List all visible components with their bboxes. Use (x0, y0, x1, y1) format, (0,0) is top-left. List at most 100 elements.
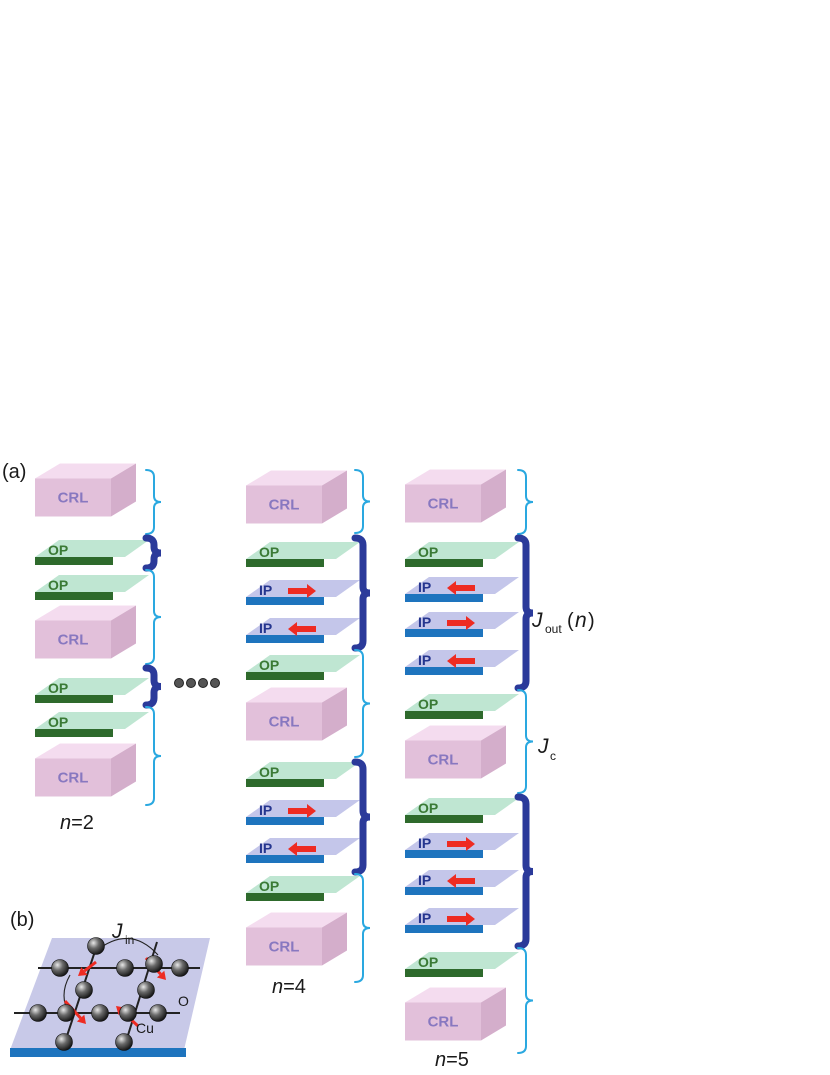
op-label: OP (259, 878, 279, 894)
ip-layer: IP (405, 612, 519, 637)
op-label: OP (259, 544, 279, 560)
atom (51, 959, 69, 977)
op-layer: OP (405, 694, 519, 719)
brace-jc (145, 569, 162, 665)
n4-label: n=4 (272, 976, 306, 998)
spin-arrow-left (447, 654, 475, 668)
spin-arrow-right (447, 912, 475, 926)
ip-label: IP (418, 910, 431, 926)
crl-block: CRL (35, 743, 136, 797)
svg-text:out: out (545, 622, 562, 636)
spin-arrow-left (288, 842, 316, 856)
crl-label: CRL (58, 490, 89, 507)
crl-label: CRL (269, 939, 300, 956)
atom (116, 959, 134, 977)
crl-label: CRL (58, 770, 89, 787)
op-label: OP (418, 544, 438, 560)
crl-label: CRL (428, 496, 459, 513)
crl-block: CRL (246, 912, 347, 966)
ip-layer: IP (405, 833, 519, 858)
brace-jc (145, 469, 162, 535)
op-label: OP (48, 577, 68, 593)
op-layer: OP (246, 876, 360, 901)
op-layer: OP (246, 542, 360, 567)
crl-label: CRL (269, 497, 300, 514)
braces (142, 469, 534, 1054)
op-label: OP (418, 954, 438, 970)
oxygen-label: O (178, 993, 189, 1009)
atom (149, 1004, 167, 1022)
jc-label: J c (537, 735, 556, 763)
svg-text:J: J (537, 735, 549, 758)
atom (29, 1004, 47, 1022)
spin-arrow (156, 970, 166, 980)
cuo2-plane-illustration: J in O Cu (10, 920, 210, 1057)
panel-b-label: (b) (10, 909, 34, 931)
op-layer: OP (35, 712, 149, 737)
atom (115, 1033, 133, 1051)
brace-jc (354, 469, 371, 534)
brace-jc (354, 873, 371, 983)
n5-label: n=5 (435, 1049, 469, 1071)
atom (87, 937, 105, 955)
spin-arrow-right (447, 616, 475, 630)
brace-jout (514, 793, 534, 950)
atom (145, 955, 163, 973)
crl-label: CRL (269, 714, 300, 731)
ip-label: IP (418, 579, 431, 595)
spin-arrow-right (288, 584, 316, 598)
svg-text:c: c (550, 749, 556, 763)
op-label: OP (418, 800, 438, 816)
atom (119, 1004, 137, 1022)
n2-label: n=2 (60, 812, 94, 834)
crl-block: CRL (405, 987, 506, 1041)
atom (91, 1004, 109, 1022)
spin-arrow (78, 967, 88, 976)
ip-label: IP (418, 872, 431, 888)
ip-layer: IP (405, 870, 519, 895)
crl-label: CRL (428, 752, 459, 769)
crl-block: CRL (35, 605, 136, 659)
brace-jout (142, 534, 162, 572)
brace-jc (517, 947, 534, 1054)
op-label: OP (48, 542, 68, 558)
op-label: OP (259, 764, 279, 780)
ip-label: IP (418, 835, 431, 851)
op-label: OP (48, 680, 68, 696)
spin-arrow-right (447, 837, 475, 851)
op-label: OP (418, 696, 438, 712)
op-layer: OP (35, 540, 149, 565)
cuo2-plane-edge (10, 1048, 186, 1057)
brace-jout (351, 534, 371, 652)
crl-block: CRL (405, 725, 506, 779)
brace-jc (145, 706, 162, 806)
spin-arrow (76, 1014, 86, 1024)
svg-text:(: ( (567, 610, 574, 632)
op-layer: OP (35, 678, 149, 703)
svg-text:n: n (575, 609, 587, 632)
crl-block: CRL (405, 469, 506, 523)
crl-block: CRL (35, 463, 136, 517)
spin-arrow-right (288, 804, 316, 818)
op-layer: OP (246, 762, 360, 787)
brace-jout (514, 534, 534, 692)
brace-jout (142, 664, 162, 709)
ip-label: IP (418, 614, 431, 630)
crl-block: CRL (246, 470, 347, 524)
ip-layer: IP (405, 577, 519, 602)
svg-text:): ) (588, 610, 595, 632)
panel-a-label: (a) (2, 461, 26, 483)
jin-label: J (111, 920, 123, 943)
jout-label: J out ( n ) (531, 609, 595, 636)
ip-label: IP (259, 840, 272, 856)
op-layer: OP (405, 952, 519, 977)
spin-arrow-left (447, 581, 475, 595)
atom (75, 981, 93, 999)
op-label: OP (48, 714, 68, 730)
copper-label: Cu (136, 1020, 154, 1036)
jin-sub-label: in (125, 933, 134, 947)
ip-layer: IP (246, 800, 360, 825)
